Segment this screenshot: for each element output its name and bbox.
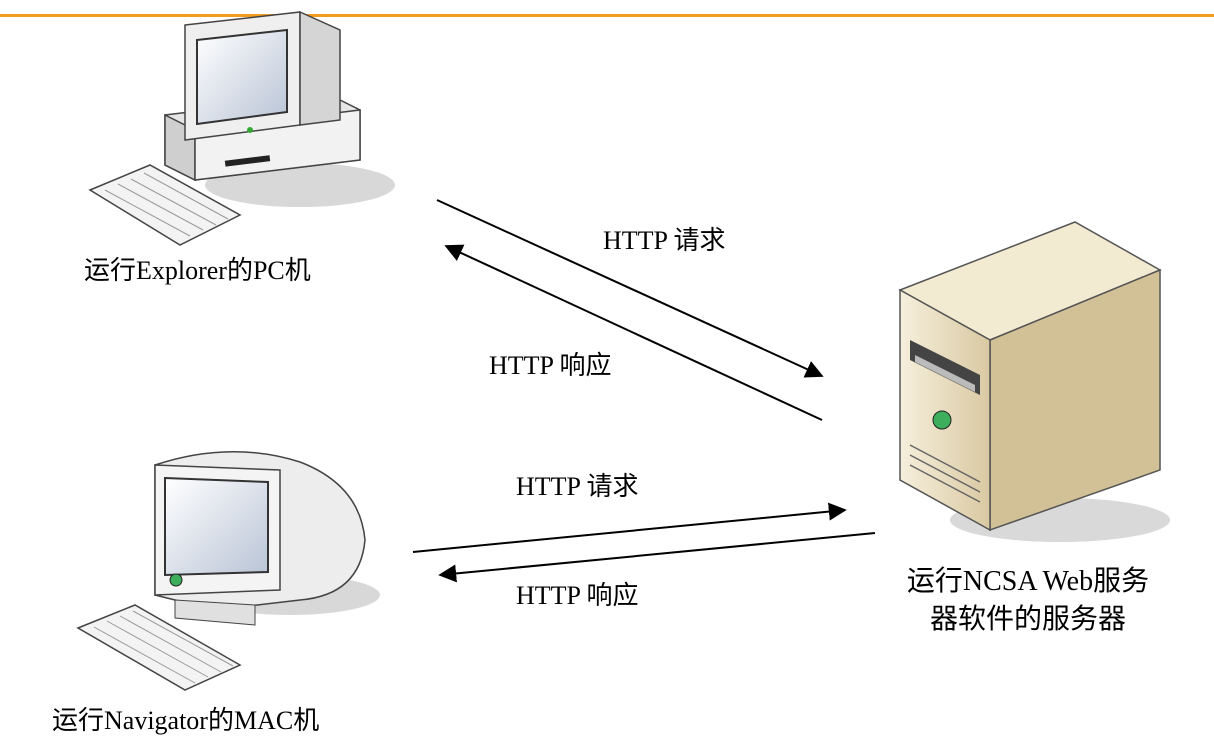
pc-response-arrow [444,244,823,421]
server-caption: 运行NCSA Web服务 器软件的服务器 [878,563,1178,639]
mac-request-label: HTTP 请求 [516,472,639,501]
pc-response-label: HTTP 响应 [489,351,612,380]
mac-response-label: HTTP 响应 [516,581,639,610]
mac-caption: 运行Navigator的MAC机 [52,706,320,735]
pc-request-label: HTTP 请求 [603,226,726,255]
pc-caption: 运行Explorer的PC机 [84,256,311,285]
mac-response-arrow [438,532,876,583]
server-caption-line-2: 器软件的服务器 [929,604,1126,635]
pc-request-arrow [436,199,824,378]
mac-request-arrow [412,502,847,553]
top-accent-line [0,14,1214,17]
server-caption-line-1: 运行NCSA Web服务 [906,566,1150,597]
server-icon [898,221,1170,542]
pc-computer-icon [88,10,395,246]
mac-computer-icon [76,450,380,691]
